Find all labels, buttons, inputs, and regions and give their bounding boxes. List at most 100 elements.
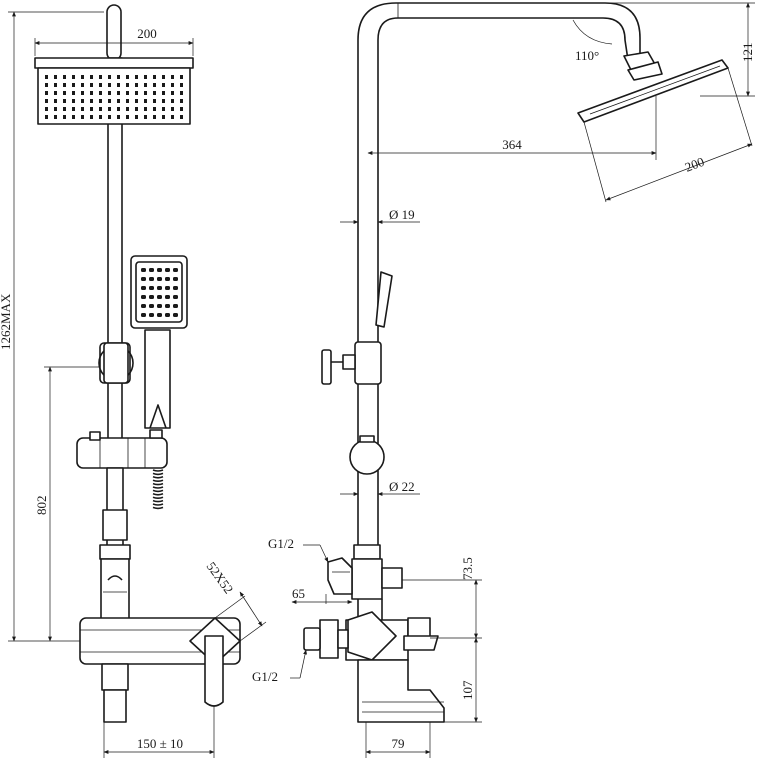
- outlet-height-label: 73.5: [460, 557, 475, 580]
- nozzle: [171, 99, 174, 103]
- nozzle: [63, 99, 66, 103]
- nozzle: [90, 83, 93, 87]
- nozzle: [135, 115, 138, 119]
- nozzle: [171, 107, 174, 111]
- nozzle: [117, 83, 120, 87]
- nozzle: [149, 268, 154, 272]
- nozzle: [72, 91, 75, 95]
- nozzle: [135, 75, 138, 79]
- nozzle: [81, 91, 84, 95]
- nozzle: [141, 286, 146, 290]
- diverter-body: [100, 558, 130, 622]
- spout-height-label: 107: [460, 680, 475, 700]
- hose-coil: [152, 503, 164, 506]
- nozzle: [157, 268, 162, 272]
- nozzle: [157, 286, 162, 290]
- arm-angle-label: 110°: [575, 48, 599, 63]
- nozzle: [165, 313, 170, 317]
- pipe-dia-lower-label: Ø 22: [389, 479, 415, 494]
- nozzle: [165, 286, 170, 290]
- hose: [152, 469, 164, 510]
- pipe-dia-upper-label: Ø 19: [389, 207, 415, 222]
- upper-bracket-side: [354, 341, 382, 385]
- hose-coil: [152, 499, 164, 503]
- nozzle: [165, 295, 170, 299]
- nozzle: [117, 75, 120, 79]
- nozzle: [162, 91, 165, 95]
- nozzle: [99, 115, 102, 119]
- nozzle: [126, 75, 129, 79]
- nozzle: [141, 295, 146, 299]
- nozzle: [117, 99, 120, 103]
- nozzle: [99, 107, 102, 111]
- nozzle: [149, 277, 154, 281]
- nozzle: [135, 83, 138, 87]
- head-width-front-label: 200: [137, 26, 157, 41]
- nozzle: [141, 277, 146, 281]
- nozzle: [81, 83, 84, 87]
- nozzle: [153, 115, 156, 119]
- nozzle: [63, 91, 66, 95]
- nozzle: [99, 91, 102, 95]
- nozzle: [162, 83, 165, 87]
- hose-coil: [152, 493, 164, 496]
- total-height-label: 1262MAX: [0, 293, 13, 350]
- nozzle: [173, 286, 178, 290]
- nozzle: [141, 304, 146, 308]
- arm-outer: [357, 2, 641, 345]
- bar-height-label: 802: [34, 496, 49, 516]
- diverter-side: [351, 558, 383, 600]
- nozzle: [99, 99, 102, 103]
- nozzle: [180, 99, 183, 103]
- mixer-spacing-label: 150 ± 10: [137, 736, 183, 751]
- nozzle: [72, 107, 75, 111]
- nozzle: [162, 107, 165, 111]
- nozzle: [144, 91, 147, 95]
- spout-reach-label: 79: [392, 736, 405, 751]
- nozzle: [45, 75, 48, 79]
- nozzle: [162, 75, 165, 79]
- nozzle: [180, 107, 183, 111]
- inlet-upper-label: G1/2: [268, 536, 294, 551]
- nozzle: [117, 115, 120, 119]
- nozzle: [117, 107, 120, 111]
- mixer-body-side: [303, 611, 445, 723]
- nozzle: [180, 91, 183, 95]
- nozzle: [126, 83, 129, 87]
- nozzle: [126, 107, 129, 111]
- hose-coil: [152, 489, 164, 493]
- nozzle: [149, 286, 154, 290]
- nozzle: [144, 83, 147, 87]
- nozzle: [63, 75, 66, 79]
- nozzle: [54, 91, 57, 95]
- nozzle: [144, 107, 147, 111]
- nozzle: [108, 115, 111, 119]
- nozzle: [165, 268, 170, 272]
- nozzle: [171, 75, 174, 79]
- nozzle: [153, 99, 156, 103]
- riser-tip: [106, 4, 122, 61]
- nozzle: [72, 83, 75, 87]
- nozzle: [108, 75, 111, 79]
- hose-coil: [152, 469, 164, 472]
- nozzle: [108, 91, 111, 95]
- slider-holder: [76, 429, 168, 469]
- nozzle: [173, 277, 178, 281]
- nozzle: [126, 115, 129, 119]
- nozzle: [90, 99, 93, 103]
- nozzle: [90, 115, 93, 119]
- nozzle: [157, 277, 162, 281]
- nozzle: [157, 295, 162, 299]
- shower-head-front: [34, 57, 194, 125]
- nozzle: [126, 99, 129, 103]
- nozzle: [81, 107, 84, 111]
- nozzle: [171, 83, 174, 87]
- nozzle: [45, 91, 48, 95]
- nozzle: [153, 75, 156, 79]
- nozzle: [144, 75, 147, 79]
- nozzle: [90, 107, 93, 111]
- nozzle: [63, 107, 66, 111]
- nozzle: [180, 75, 183, 79]
- front-view: 200: [0, 4, 267, 758]
